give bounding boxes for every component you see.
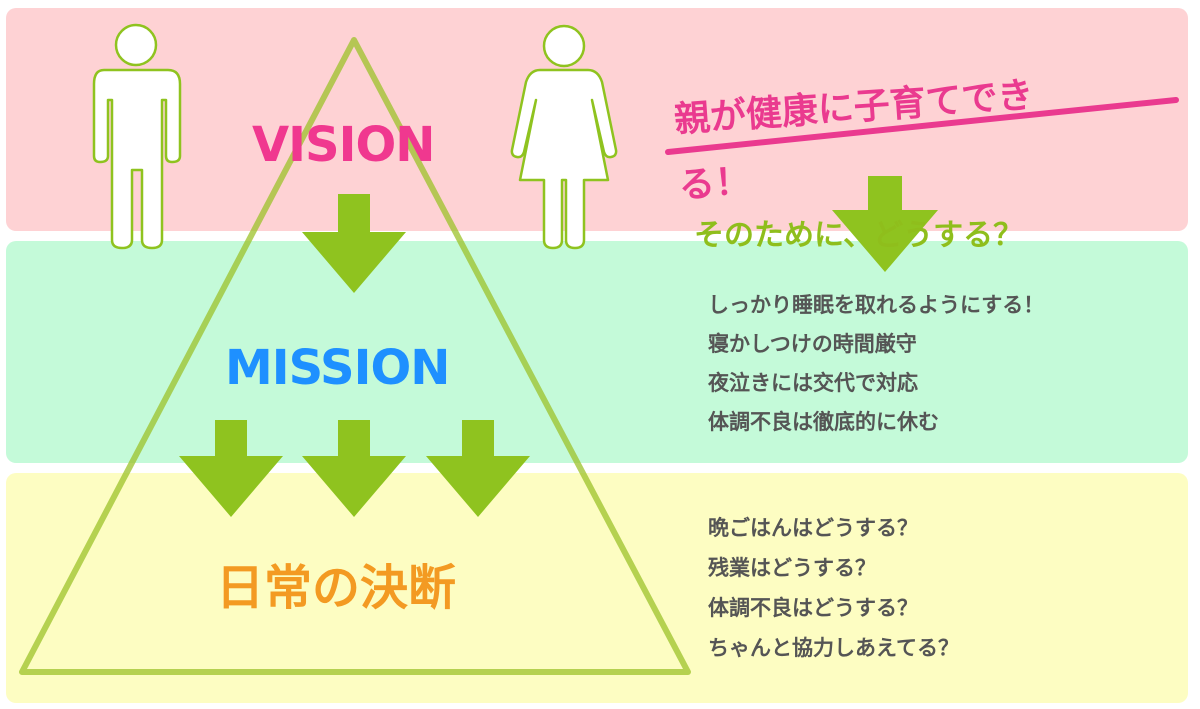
- daily-band: [6, 473, 1188, 703]
- vision-question: そのために、どうする？: [694, 218, 1024, 253]
- man-icon: [92, 23, 182, 250]
- list-item: 寝かしつけの時間厳守: [708, 332, 917, 356]
- woman-icon: [510, 24, 618, 250]
- list-item: しっかり睡眠を取れるようにする！: [708, 293, 1045, 317]
- down-arrow-icon: [302, 420, 406, 517]
- list-item: 体調不良はどうする？: [708, 596, 918, 620]
- vision-label: VISION: [252, 117, 435, 173]
- daily-decisions-label: 日常の決断: [216, 560, 457, 616]
- mission-list: しっかり睡眠を取れるようにする！ 寝かしつけの時間厳守 夜泣きには交代で対応 体…: [708, 286, 1044, 442]
- list-item: ちゃんと協力しあえてる？: [708, 636, 959, 660]
- down-arrow-icon: [426, 420, 530, 517]
- mission-band: [6, 241, 1188, 463]
- list-item: 晩ごはんはどうする？: [708, 516, 918, 540]
- down-arrow-icon: [179, 420, 283, 517]
- list-item: 夜泣きには交代で対応: [708, 371, 918, 395]
- marker-underline: [665, 97, 1179, 155]
- down-arrow-icon: [302, 194, 406, 293]
- mission-label: MISSION: [225, 340, 450, 396]
- list-item: 残業はどうする？: [708, 556, 876, 580]
- daily-decisions-list: 晩ごはんはどうする？ 残業はどうする？ 体調不良はどうする？ ちゃんと協力しあえ…: [708, 508, 959, 668]
- down-arrow-icon: [832, 176, 938, 272]
- list-item: 体調不良は徹底的に休む: [708, 410, 939, 434]
- pyramid-triangle: [19, 37, 691, 675]
